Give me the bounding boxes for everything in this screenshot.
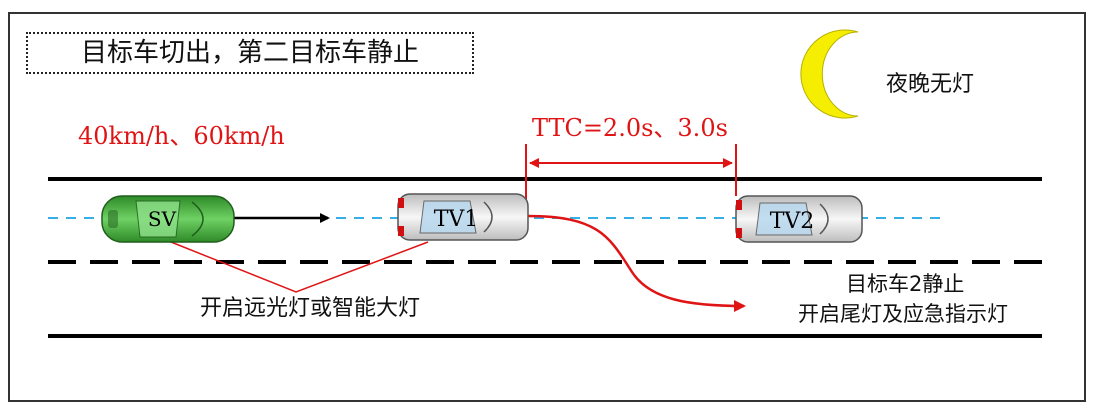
- sv-car: SV: [101, 195, 235, 243]
- tv2-note-line2: 开启尾灯及应急指示灯: [798, 302, 1008, 326]
- tv2-car-label: TV2: [770, 209, 815, 234]
- tv2-car: TV2: [735, 195, 863, 243]
- tv1-car: TV1: [397, 193, 529, 241]
- night-label: 夜晚无灯: [886, 72, 975, 97]
- diagram-frame: [8, 12, 1086, 402]
- tv1-car-label: TV1: [434, 207, 479, 232]
- sv-car-label: SV: [148, 207, 177, 231]
- sv-lights-leader: [165, 239, 429, 293]
- ttc-label: TTC=2.0s、3.0s: [532, 114, 728, 142]
- tv1-cut-out-path: [527, 214, 746, 312]
- moon-icon: [800, 29, 859, 119]
- sv-lights-label: 开启远光灯或智能大灯: [200, 296, 421, 321]
- tv2-note-line1: 目标车2静止: [846, 272, 965, 296]
- speed-label: 40km/h、60km/h: [78, 122, 285, 150]
- scenario-title: 目标车切出，第二目标车静止: [26, 32, 474, 74]
